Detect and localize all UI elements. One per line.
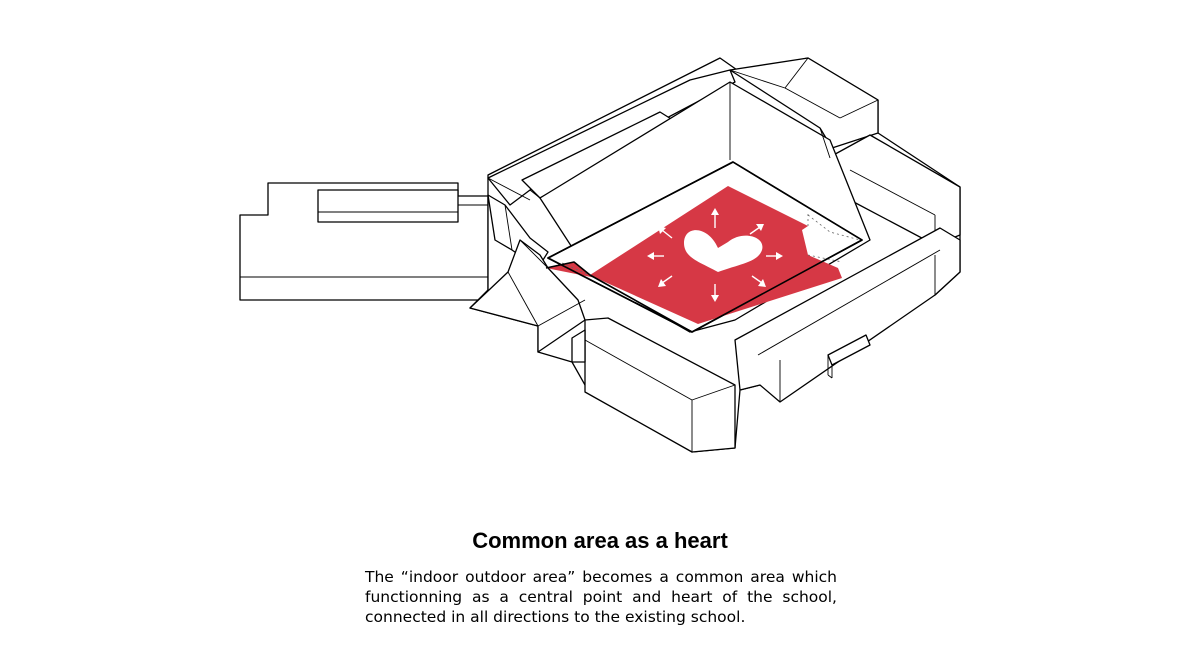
bottom-left-gable-building (469, 239, 586, 353)
bottom-right-long-building (734, 227, 961, 403)
axonometric-school-diagram (239, 57, 961, 453)
arrow-down-right-icon (751, 275, 766, 287)
arrow-right-icon (766, 252, 783, 260)
caption-body: The “indoor outdoor area” becomes a comm… (365, 568, 837, 626)
arrow-down-left-icon (658, 275, 673, 287)
arrow-down-icon (711, 284, 719, 302)
heart-icon (684, 230, 763, 272)
caption-title: Common area as a heart (472, 528, 728, 553)
left-annex-building (239, 182, 489, 301)
arrow-up-right-icon (749, 224, 764, 235)
top-left-roof-wing (487, 69, 736, 206)
arrow-up-icon (711, 208, 719, 228)
arrow-up-left-icon (658, 226, 673, 239)
bottom-center-building (571, 317, 736, 453)
arrow-left-icon (647, 252, 664, 260)
